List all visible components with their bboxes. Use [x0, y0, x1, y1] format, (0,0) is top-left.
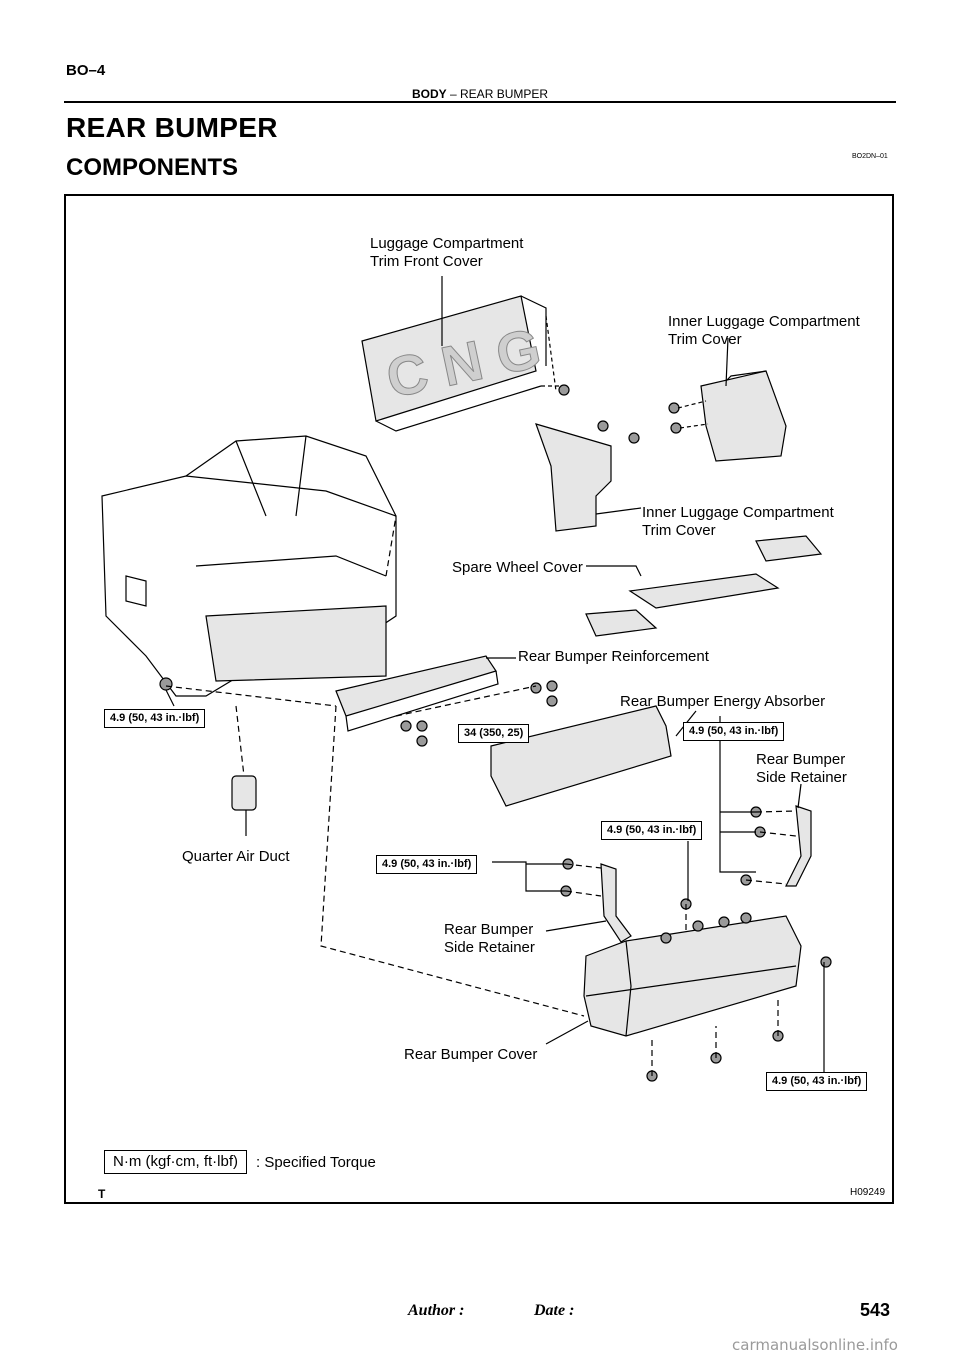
page-title: REAR BUMPER	[66, 112, 278, 143]
bumper-cover-part	[583, 915, 802, 1037]
car-body-part	[101, 435, 397, 697]
header-separator: –	[449, 87, 457, 101]
torque-label-cover: 4.9 (50, 43 in.·lbf)	[766, 1072, 868, 1091]
label-reinforcement: Rear Bumper Reinforcement	[518, 648, 709, 665]
header-section: BODY	[411, 87, 447, 101]
running-header: BODY – REAR BUMPER	[0, 87, 960, 101]
legend-unit-box: N·m (kgf·cm, ft·lbf)	[104, 1150, 247, 1174]
reinforcement-part	[335, 655, 499, 732]
inner-cover-left-part	[535, 423, 612, 532]
side-retainer-right-part	[785, 805, 812, 887]
label-bumper-cover: Rear Bumper Cover	[404, 1046, 538, 1063]
doc-reference: BO2DN–01	[852, 153, 888, 160]
torque-label-quarter: 4.9 (50, 43 in.·lbf)	[104, 709, 206, 728]
watermark-text: carmanualsonline.info	[732, 1336, 898, 1354]
label-inner-cover-left: Inner Luggage Compartment Trim Cover	[642, 504, 834, 539]
quarter-air-duct-part	[231, 775, 257, 811]
page-code: BO–4	[66, 62, 106, 79]
author-label: Author :	[408, 1302, 465, 1319]
legend-text: : Specified Torque	[256, 1154, 376, 1171]
luggage-front-cover-part: C N G	[361, 295, 547, 432]
label-side-retainer-right: Rear Bumper Side Retainer	[756, 751, 847, 786]
section-subtitle: COMPONENTS	[66, 154, 239, 181]
torque-label-reinforcement: 34 (350, 25)	[458, 724, 530, 743]
label-energy-absorber: Rear Bumper Energy Absorber	[620, 693, 826, 710]
diagram-frame	[64, 194, 894, 1204]
label-spare-wheel-cover: Spare Wheel Cover	[452, 559, 583, 576]
label-luggage-front-cover: Luggage Compartment Trim Front Cover	[370, 235, 524, 270]
side-retainer-left-part	[600, 863, 632, 943]
label-quarter-air-duct: Quarter Air Duct	[182, 848, 290, 865]
torque-label-retainer-left: 4.9 (50, 43 in.·lbf)	[376, 855, 478, 874]
header-subsection: REAR BUMPER	[460, 87, 549, 101]
date-label: Date :	[534, 1302, 575, 1319]
label-side-retainer-left: Rear Bumper Side Retainer	[444, 921, 535, 956]
t-mark: T	[98, 1187, 106, 1201]
inner-cover-right-part	[700, 370, 787, 462]
torque-label-retainer-right: 4.9 (50, 43 in.·lbf)	[683, 722, 785, 741]
header-rule	[64, 101, 896, 103]
torque-label-center: 4.9 (50, 43 in.·lbf)	[601, 821, 703, 840]
figure-id: H09249	[850, 1187, 886, 1198]
exploded-diagram: C N G	[101, 276, 832, 1082]
label-inner-cover-right: Inner Luggage Compartment Trim Cover	[668, 313, 860, 348]
page-number: 543	[860, 1300, 891, 1320]
energy-absorber-part	[490, 705, 672, 807]
spare-wheel-cover-part	[628, 573, 780, 609]
